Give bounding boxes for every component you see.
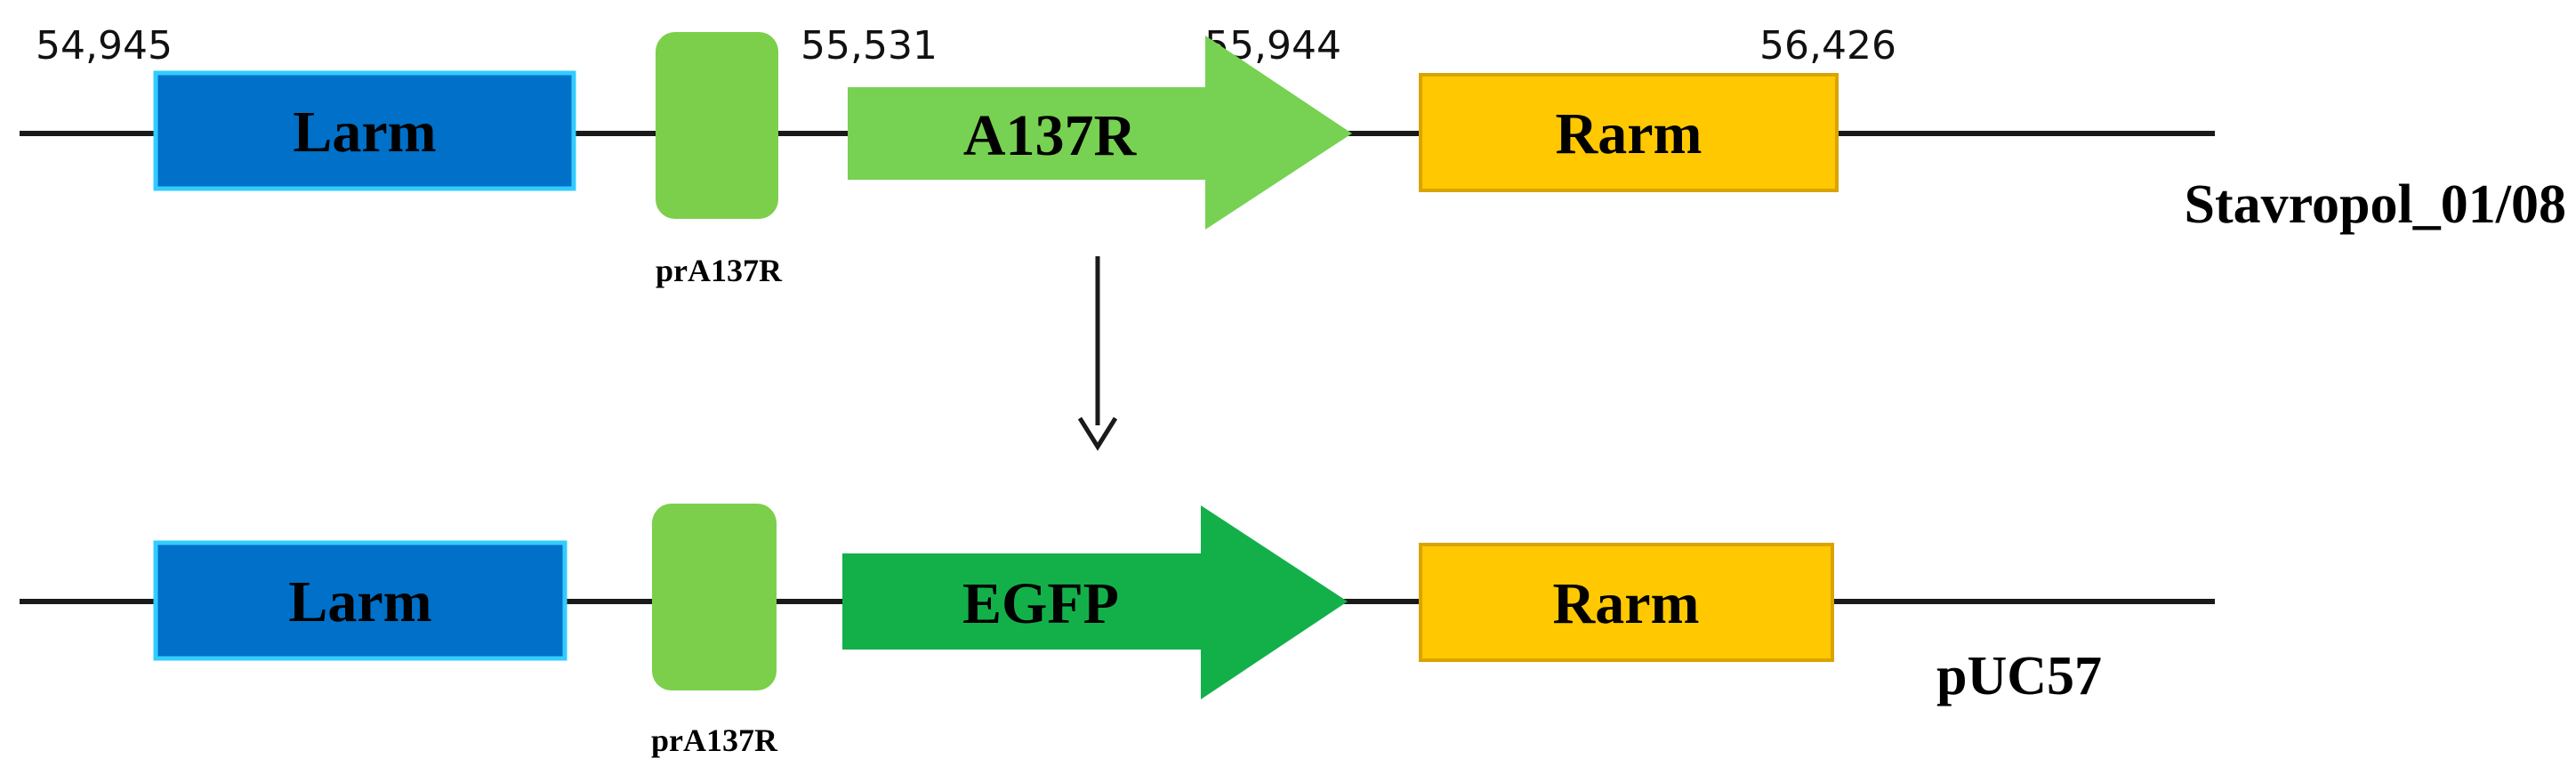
top-rarm-label: Rarm bbox=[1556, 101, 1703, 166]
bottom-egfp-arrow bbox=[842, 505, 1348, 699]
bottom-rarm-box bbox=[1419, 543, 1834, 662]
coord-label-2: 55,531 bbox=[801, 23, 938, 69]
top-promoter-box bbox=[656, 32, 778, 219]
top-construct-name: Stavropol_01/08 bbox=[2185, 174, 2566, 235]
top-larm-box bbox=[153, 70, 576, 191]
down-arrow-icon bbox=[1077, 256, 1118, 451]
bottom-rarm-label: Rarm bbox=[1553, 571, 1700, 636]
bottom-larm-box bbox=[153, 540, 568, 661]
top-construct: 54,945 55,531 55,944 56,426 Larm prA137R… bbox=[20, 23, 2566, 288]
top-larm-label: Larm bbox=[293, 100, 436, 165]
bottom-egfp-label: EGFP bbox=[962, 571, 1119, 636]
top-rarm-box bbox=[1419, 73, 1839, 192]
bottom-larm-label: Larm bbox=[288, 569, 431, 634]
coord-label-4: 56,426 bbox=[1759, 23, 1896, 69]
bottom-promoter-label: prA137R bbox=[651, 722, 778, 758]
top-a137r-arrow bbox=[848, 36, 1352, 230]
top-a137r-label: A137R bbox=[963, 103, 1138, 168]
coord-label-1: 54,945 bbox=[36, 23, 173, 69]
top-promoter-label: prA137R bbox=[656, 253, 783, 288]
bottom-construct-name: pUC57 bbox=[1936, 646, 2102, 706]
bottom-construct: Larm prA137R EGFP Rarm pUC57 bbox=[20, 504, 2215, 758]
bottom-promoter-box bbox=[652, 504, 777, 690]
